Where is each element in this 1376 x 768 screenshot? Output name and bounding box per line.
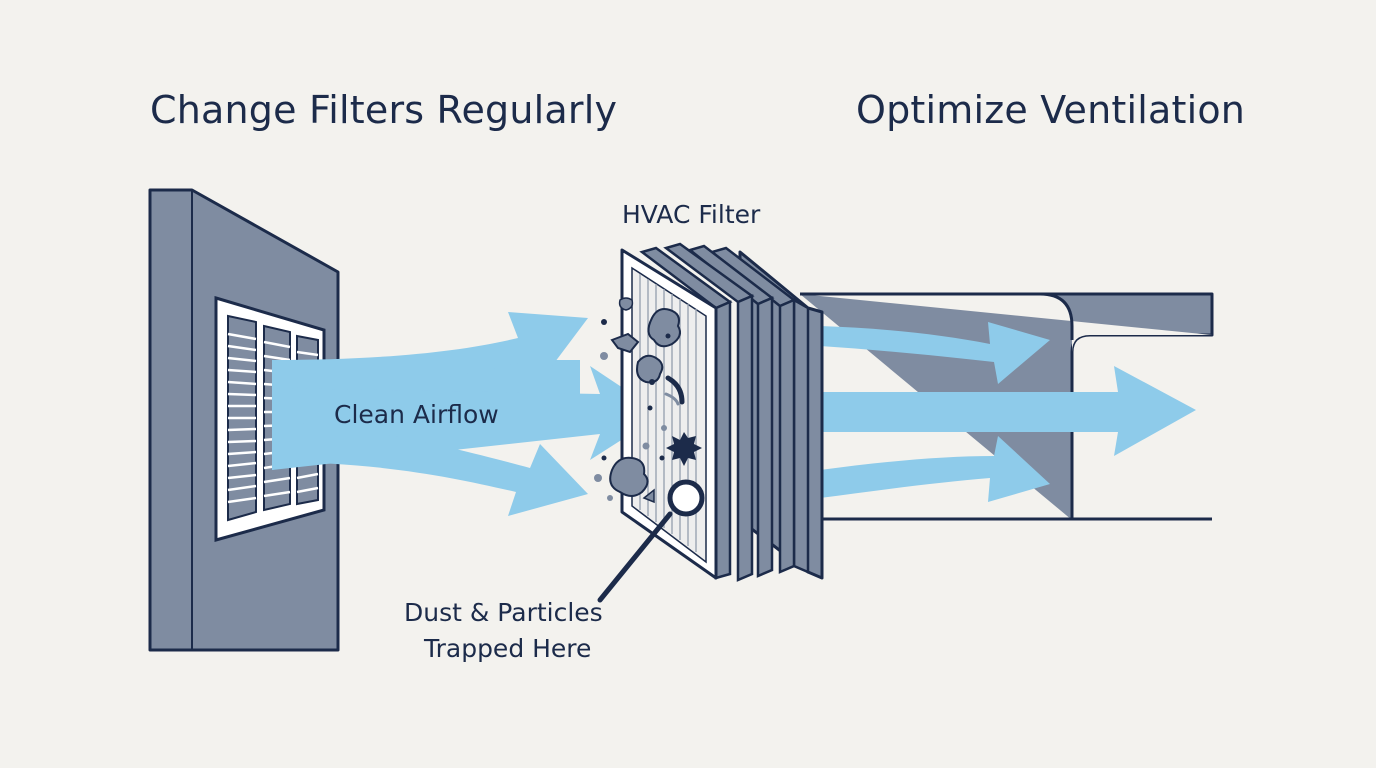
trapped-label-line1: Dust & Particles: [404, 598, 603, 627]
magnifier-icon: [597, 479, 705, 603]
hvac-filter: [620, 242, 824, 582]
airflow-arrow-bottom: [272, 420, 588, 516]
incoming-airflow: [272, 312, 662, 516]
airflow-label: Clean Airflow: [334, 400, 499, 429]
outgoing-airflow: [820, 322, 1196, 502]
airflow-out-middle: [820, 366, 1196, 456]
filter-label: HVAC Filter: [622, 200, 761, 229]
heading-optimize-ventilation: Optimize Ventilation: [856, 88, 1246, 132]
airflow-out-bottom: [820, 436, 1050, 502]
dust-particles: [594, 297, 702, 504]
heading-change-filters: Change Filters Regularly: [150, 88, 618, 132]
airflow-arrow-top: [272, 312, 588, 388]
trapped-label-line2: Trapped Here: [423, 634, 591, 663]
airflow-out-top: [820, 322, 1050, 384]
